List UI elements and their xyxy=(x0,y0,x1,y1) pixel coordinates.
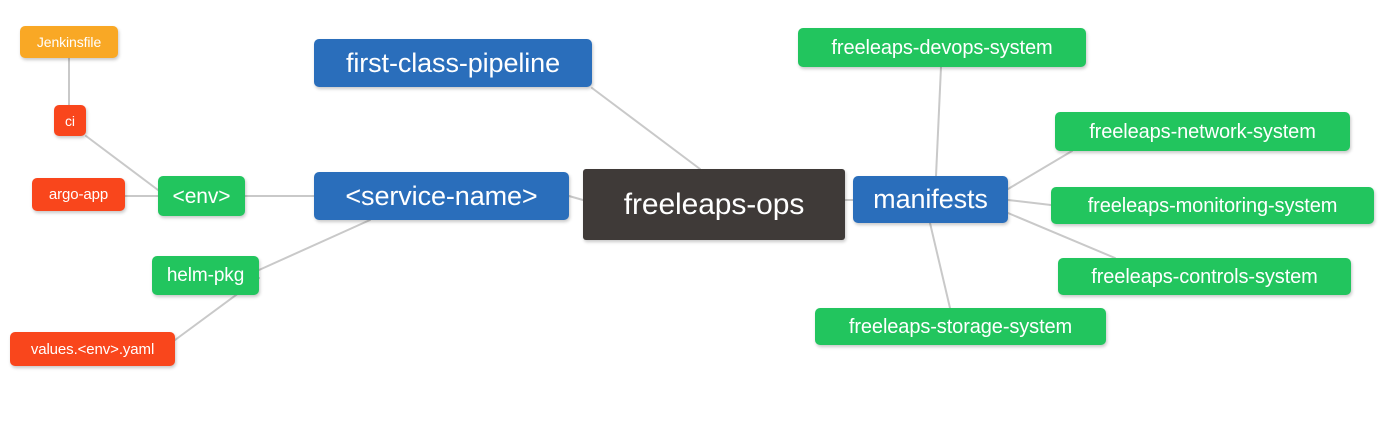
edge-service-name-to-freeleaps-ops xyxy=(568,195,584,201)
node-label: first-class-pipeline xyxy=(345,47,561,78)
node-freeleaps-monitoring-system[interactable]: freeleaps-monitoring-system xyxy=(1051,187,1374,224)
node-helm-pkg[interactable]: helm-pkg xyxy=(152,256,259,295)
node-label: freeleaps-devops-system xyxy=(831,36,1053,59)
node-values-yaml[interactable]: values.<env>.yaml xyxy=(10,332,175,366)
node-label: ci xyxy=(65,112,75,129)
edge-manifests-to-freeleaps-controls-system xyxy=(1007,212,1116,259)
node-label: helm-pkg xyxy=(166,265,245,286)
node-label: freeleaps-network-system xyxy=(1089,120,1316,143)
node-freeleaps-devops-system[interactable]: freeleaps-devops-system xyxy=(798,28,1086,67)
edge-manifests-to-freeleaps-storage-system xyxy=(929,222,951,309)
node-argo-app[interactable]: argo-app xyxy=(32,178,125,211)
edge-ci-to-env xyxy=(85,135,159,191)
node-ci[interactable]: ci xyxy=(54,105,86,136)
node-freeleaps-controls-system[interactable]: freeleaps-controls-system xyxy=(1058,258,1351,295)
node-label: freeleaps-monitoring-system xyxy=(1087,194,1338,217)
node-label: <env> xyxy=(172,184,231,208)
edge-manifests-to-freeleaps-monitoring-system xyxy=(1007,199,1052,206)
edge-first-class-pipeline-to-freeleaps-ops xyxy=(591,87,701,170)
node-freeleaps-network-system[interactable]: freeleaps-network-system xyxy=(1055,112,1350,151)
node-freeleaps-ops[interactable]: freeleaps-ops xyxy=(583,169,845,240)
edge-helm-pkg-to-service-name xyxy=(258,219,371,271)
node-label: Jenkinsfile xyxy=(36,34,102,50)
node-manifests[interactable]: manifests xyxy=(853,176,1008,223)
edge-manifests-to-freeleaps-network-system xyxy=(1007,150,1073,190)
node-label: freeleaps-controls-system xyxy=(1091,265,1318,288)
edge-manifests-to-freeleaps-devops-system xyxy=(935,66,942,177)
node-label: manifests xyxy=(873,184,988,214)
node-service-name[interactable]: <service-name> xyxy=(314,172,569,220)
node-env[interactable]: <env> xyxy=(158,176,245,216)
node-jenkinsfile[interactable]: Jenkinsfile xyxy=(20,26,118,58)
node-label: argo-app xyxy=(48,186,109,203)
node-label: freeleaps-storage-system xyxy=(848,315,1073,338)
node-label: <service-name> xyxy=(345,180,538,211)
node-label: values.<env>.yaml xyxy=(30,340,155,358)
node-freeleaps-storage-system[interactable]: freeleaps-storage-system xyxy=(815,308,1106,345)
node-label: freeleaps-ops xyxy=(623,187,805,221)
node-first-class-pipeline[interactable]: first-class-pipeline xyxy=(314,39,592,87)
